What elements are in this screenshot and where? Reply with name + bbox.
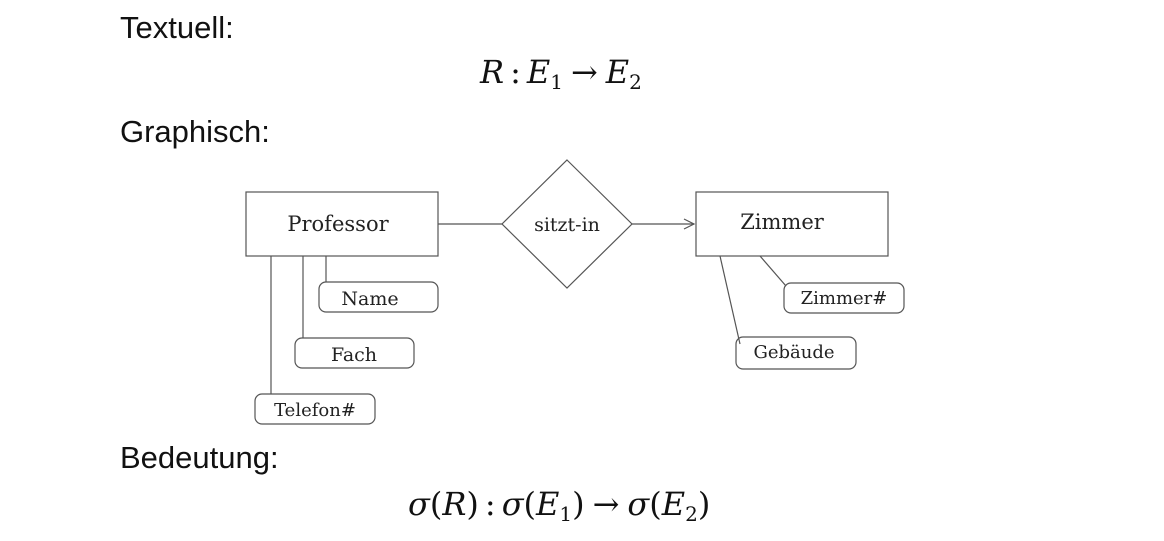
formula-entity-1: E <box>526 53 551 91</box>
formula-entity-1-index: 1 <box>550 70 563 94</box>
attribute-label-name: Name <box>341 288 398 310</box>
section-heading-bedeutung: Bedeutung: <box>120 440 279 475</box>
formula-entity-2: E <box>661 485 686 523</box>
formula-sigma-1: σ <box>408 485 430 523</box>
attribute-box-zimmer-nr <box>783 282 905 314</box>
formula-arrow-icon: → <box>592 485 620 523</box>
arrowhead-icon <box>683 218 696 230</box>
attribute-link-gebaeude <box>719 255 741 345</box>
formula-sigma-2: σ <box>501 485 524 523</box>
formula-textuell: R:E1→E2 <box>480 53 642 92</box>
formula-entity-2-index: 2 <box>685 502 698 526</box>
attribute-label-gebaeude: Gebäude <box>753 342 834 363</box>
formula-paren-close-1: ) <box>466 485 479 523</box>
formula-colon: : <box>510 53 521 91</box>
formula-sigma-3: σ <box>627 485 650 523</box>
formula-paren-close-2: ) <box>572 485 585 523</box>
formula-paren-open-3: ( <box>649 485 662 523</box>
attribute-label-telefon: Telefon# <box>274 400 356 421</box>
relationship-diamond <box>501 159 633 289</box>
formula-paren-open-1: ( <box>429 485 443 523</box>
entity-label-zimmer: Zimmer <box>740 210 825 234</box>
attribute-label-fach: Fach <box>331 344 377 366</box>
formula-entity-2-index: 2 <box>629 70 642 94</box>
entity-box-zimmer <box>695 191 889 257</box>
formula-entity-1-index: 1 <box>559 502 573 526</box>
formula-colon: : <box>484 485 496 523</box>
formula-paren-open-2: ( <box>523 485 537 523</box>
formula-entity-1: E <box>536 485 560 523</box>
attribute-box-fach <box>294 337 415 369</box>
attribute-label-zimmer-nr: Zimmer# <box>801 288 888 309</box>
attribute-box-telefon <box>254 393 376 425</box>
formula-relation-symbol: R <box>442 485 467 523</box>
formula-bedeutung: σ(R):σ(E1)→σ(E2) <box>408 485 711 524</box>
formula-relation-symbol: R <box>480 53 505 91</box>
attribute-link-zimmer-nr <box>759 255 787 287</box>
attribute-box-gebaeude <box>735 336 857 370</box>
entity-label-professor: Professor <box>287 212 389 236</box>
formula-entity-2: E <box>605 53 630 91</box>
section-heading-textuell: Textuell: <box>120 10 234 45</box>
formula-paren-close-3: ) <box>697 485 711 523</box>
attribute-box-name <box>318 281 439 313</box>
formula-arrow-icon: → <box>570 53 598 91</box>
relationship-label: sitzt-in <box>534 214 600 236</box>
section-heading-graphisch: Graphisch: <box>120 114 270 149</box>
